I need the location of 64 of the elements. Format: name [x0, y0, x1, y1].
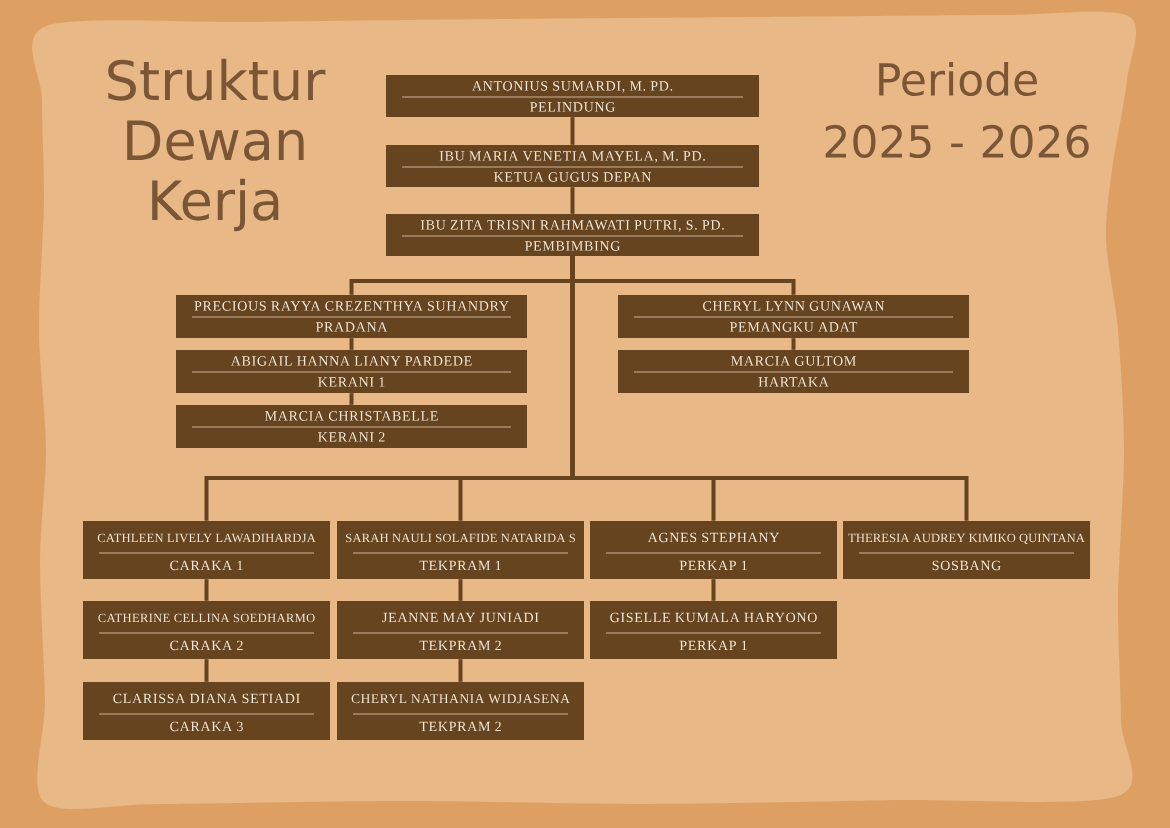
connector-line: [570, 187, 575, 214]
position-box: [618, 295, 969, 338]
connector-line: [204, 579, 209, 601]
role-title: KETUA GUGUS DEPAN: [494, 172, 652, 182]
position-box: [843, 521, 1090, 579]
person-name: JEANNE MAY JUNIADI: [382, 612, 539, 623]
role-title: CARAKA 3: [170, 721, 243, 732]
person-name: AGNES STEPHANY: [647, 532, 779, 543]
role-title: PRADANA: [315, 322, 388, 332]
position-box: [386, 75, 759, 117]
position-box: [386, 214, 759, 256]
role-title: KERANI 2: [318, 432, 385, 442]
connector-line: [458, 579, 463, 601]
position-box: [590, 601, 837, 659]
person-name: CLARISSA DIANA SETIADI: [113, 693, 300, 704]
position-box: [590, 521, 837, 579]
position-box: [337, 521, 584, 579]
person-name: THERESIA AUDREY KIMIKO QUINTANA: [848, 533, 1085, 545]
role-title: CARAKA 1: [170, 560, 243, 571]
role-title: PELINDUNG: [530, 102, 615, 112]
role-title: PERKAP 1: [679, 560, 747, 570]
role-title: TEKPRAM 2: [419, 640, 501, 650]
title: Struktur Dewan Kerja: [108, 58, 326, 232]
position-box: [176, 405, 527, 448]
role-title: HARTAKA: [758, 377, 829, 387]
person-name: MARCIA GULTOM: [731, 356, 856, 366]
role-title: PERKAP 1: [679, 640, 747, 650]
connector-line: [711, 579, 716, 601]
connector-line: [349, 338, 354, 350]
role-title: SOSBANG: [932, 560, 1001, 571]
position-box: [83, 682, 330, 740]
position-box: [337, 682, 584, 740]
person-name: CHERYL NATHANIA WIDJASENA: [351, 694, 570, 704]
person-name: CHERYL LYNN GUNAWAN: [703, 301, 885, 311]
period-label: Periode 2025 - 2026: [825, 62, 1089, 159]
position-box: [176, 295, 527, 338]
connector-line: [349, 393, 354, 405]
person-name: IBU MARIA VENETIA MAYELA, M. PD.: [439, 151, 705, 163]
role-title: PEMANGKU ADAT: [730, 322, 858, 332]
position-box: [386, 145, 759, 187]
role-title: TEKPRAM 1: [419, 560, 501, 570]
connector-line: [570, 256, 969, 521]
person-name: IBU ZITA TRISNI RAHMAWATI PUTRI, S. PD.: [420, 220, 724, 232]
connector-line: [570, 117, 575, 145]
person-name: CATHERINE CELLINA SOEDHARMO: [98, 613, 315, 623]
person-name: MARCIA CHRISTABELLE: [265, 411, 438, 421]
position-box: [83, 521, 330, 579]
connector-line: [458, 659, 463, 682]
person-name: CATHLEEN LIVELY LAWADIHARDJA: [97, 533, 316, 543]
person-name: SARAH NAULI SOLAFIDE NATARIDA S: [346, 533, 575, 543]
connector-line: [791, 338, 796, 350]
position-box: [618, 350, 969, 393]
role-title: CARAKA 2: [170, 640, 243, 651]
person-name: GISELLE KUMALA HARYONO: [610, 612, 817, 623]
person-name: ANTONIUS SUMARDI, M. PD.: [472, 81, 673, 93]
role-title: KERANI 1: [318, 377, 385, 387]
connector-line: [204, 659, 209, 682]
person-name: PRECIOUS RAYYA CREZENTHYA SUHANDRY: [194, 301, 509, 311]
person-name: ABIGAIL HANNA LIANY PARDEDE: [230, 356, 472, 366]
role-title: PEMBIMBING: [525, 241, 620, 251]
role-title: TEKPRAM 2: [419, 721, 501, 731]
position-box: [83, 601, 330, 659]
position-box: [176, 350, 527, 393]
position-box: [337, 601, 584, 659]
